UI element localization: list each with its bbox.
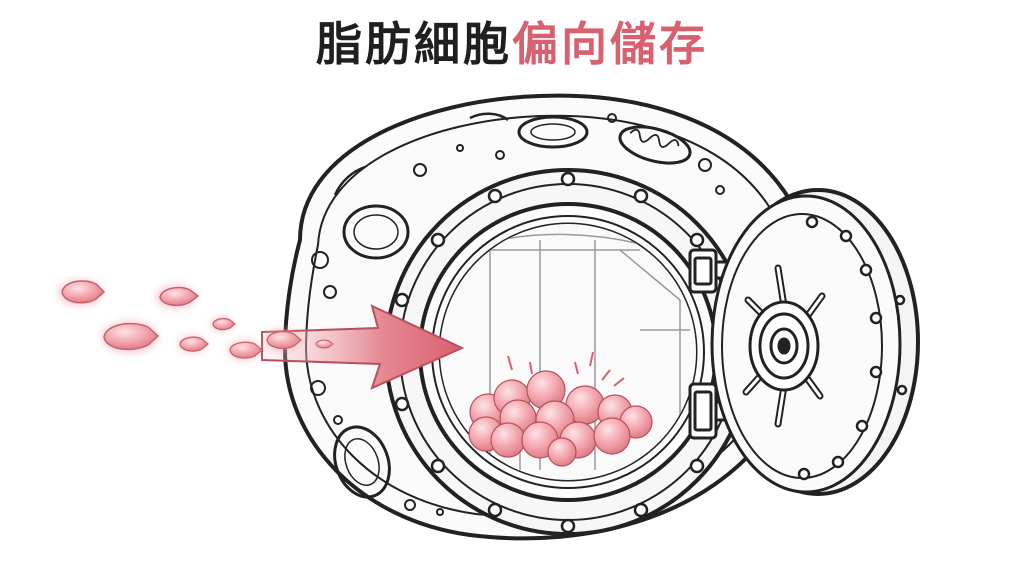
- incoming-droplets: [58, 280, 334, 360]
- fat-globule-icon: [547, 437, 577, 467]
- fat-droplet-icon: [58, 280, 106, 306]
- page-title: 脂肪細胞偏向儲存: [0, 14, 1024, 74]
- title-highlight: 偏向儲存: [512, 17, 708, 71]
- fat-droplet-icon: [265, 329, 302, 351]
- organelle-vesicle: [333, 425, 391, 499]
- fat-droplet-icon: [228, 340, 263, 360]
- arrow-icon: [261, 304, 465, 390]
- fat-droplet-icon: [156, 285, 200, 309]
- fat-droplet-icon: [102, 321, 160, 353]
- mitochondrion-icon: [618, 125, 692, 165]
- organelle-vesicle: [342, 204, 410, 260]
- fat-droplet-icon: [315, 339, 334, 349]
- fat-globule-pile: [468, 351, 653, 467]
- fat-globule-icon: [593, 417, 631, 455]
- fat-globule-icon: [490, 422, 526, 458]
- vault-door-icon: [710, 188, 920, 496]
- title-main: 脂肪細胞: [316, 17, 512, 71]
- fat-droplet-icon: [178, 335, 209, 353]
- organelle-vesicle: [517, 115, 589, 149]
- handle-wheel-icon: [742, 264, 826, 428]
- fat-droplet-icon: [211, 317, 236, 331]
